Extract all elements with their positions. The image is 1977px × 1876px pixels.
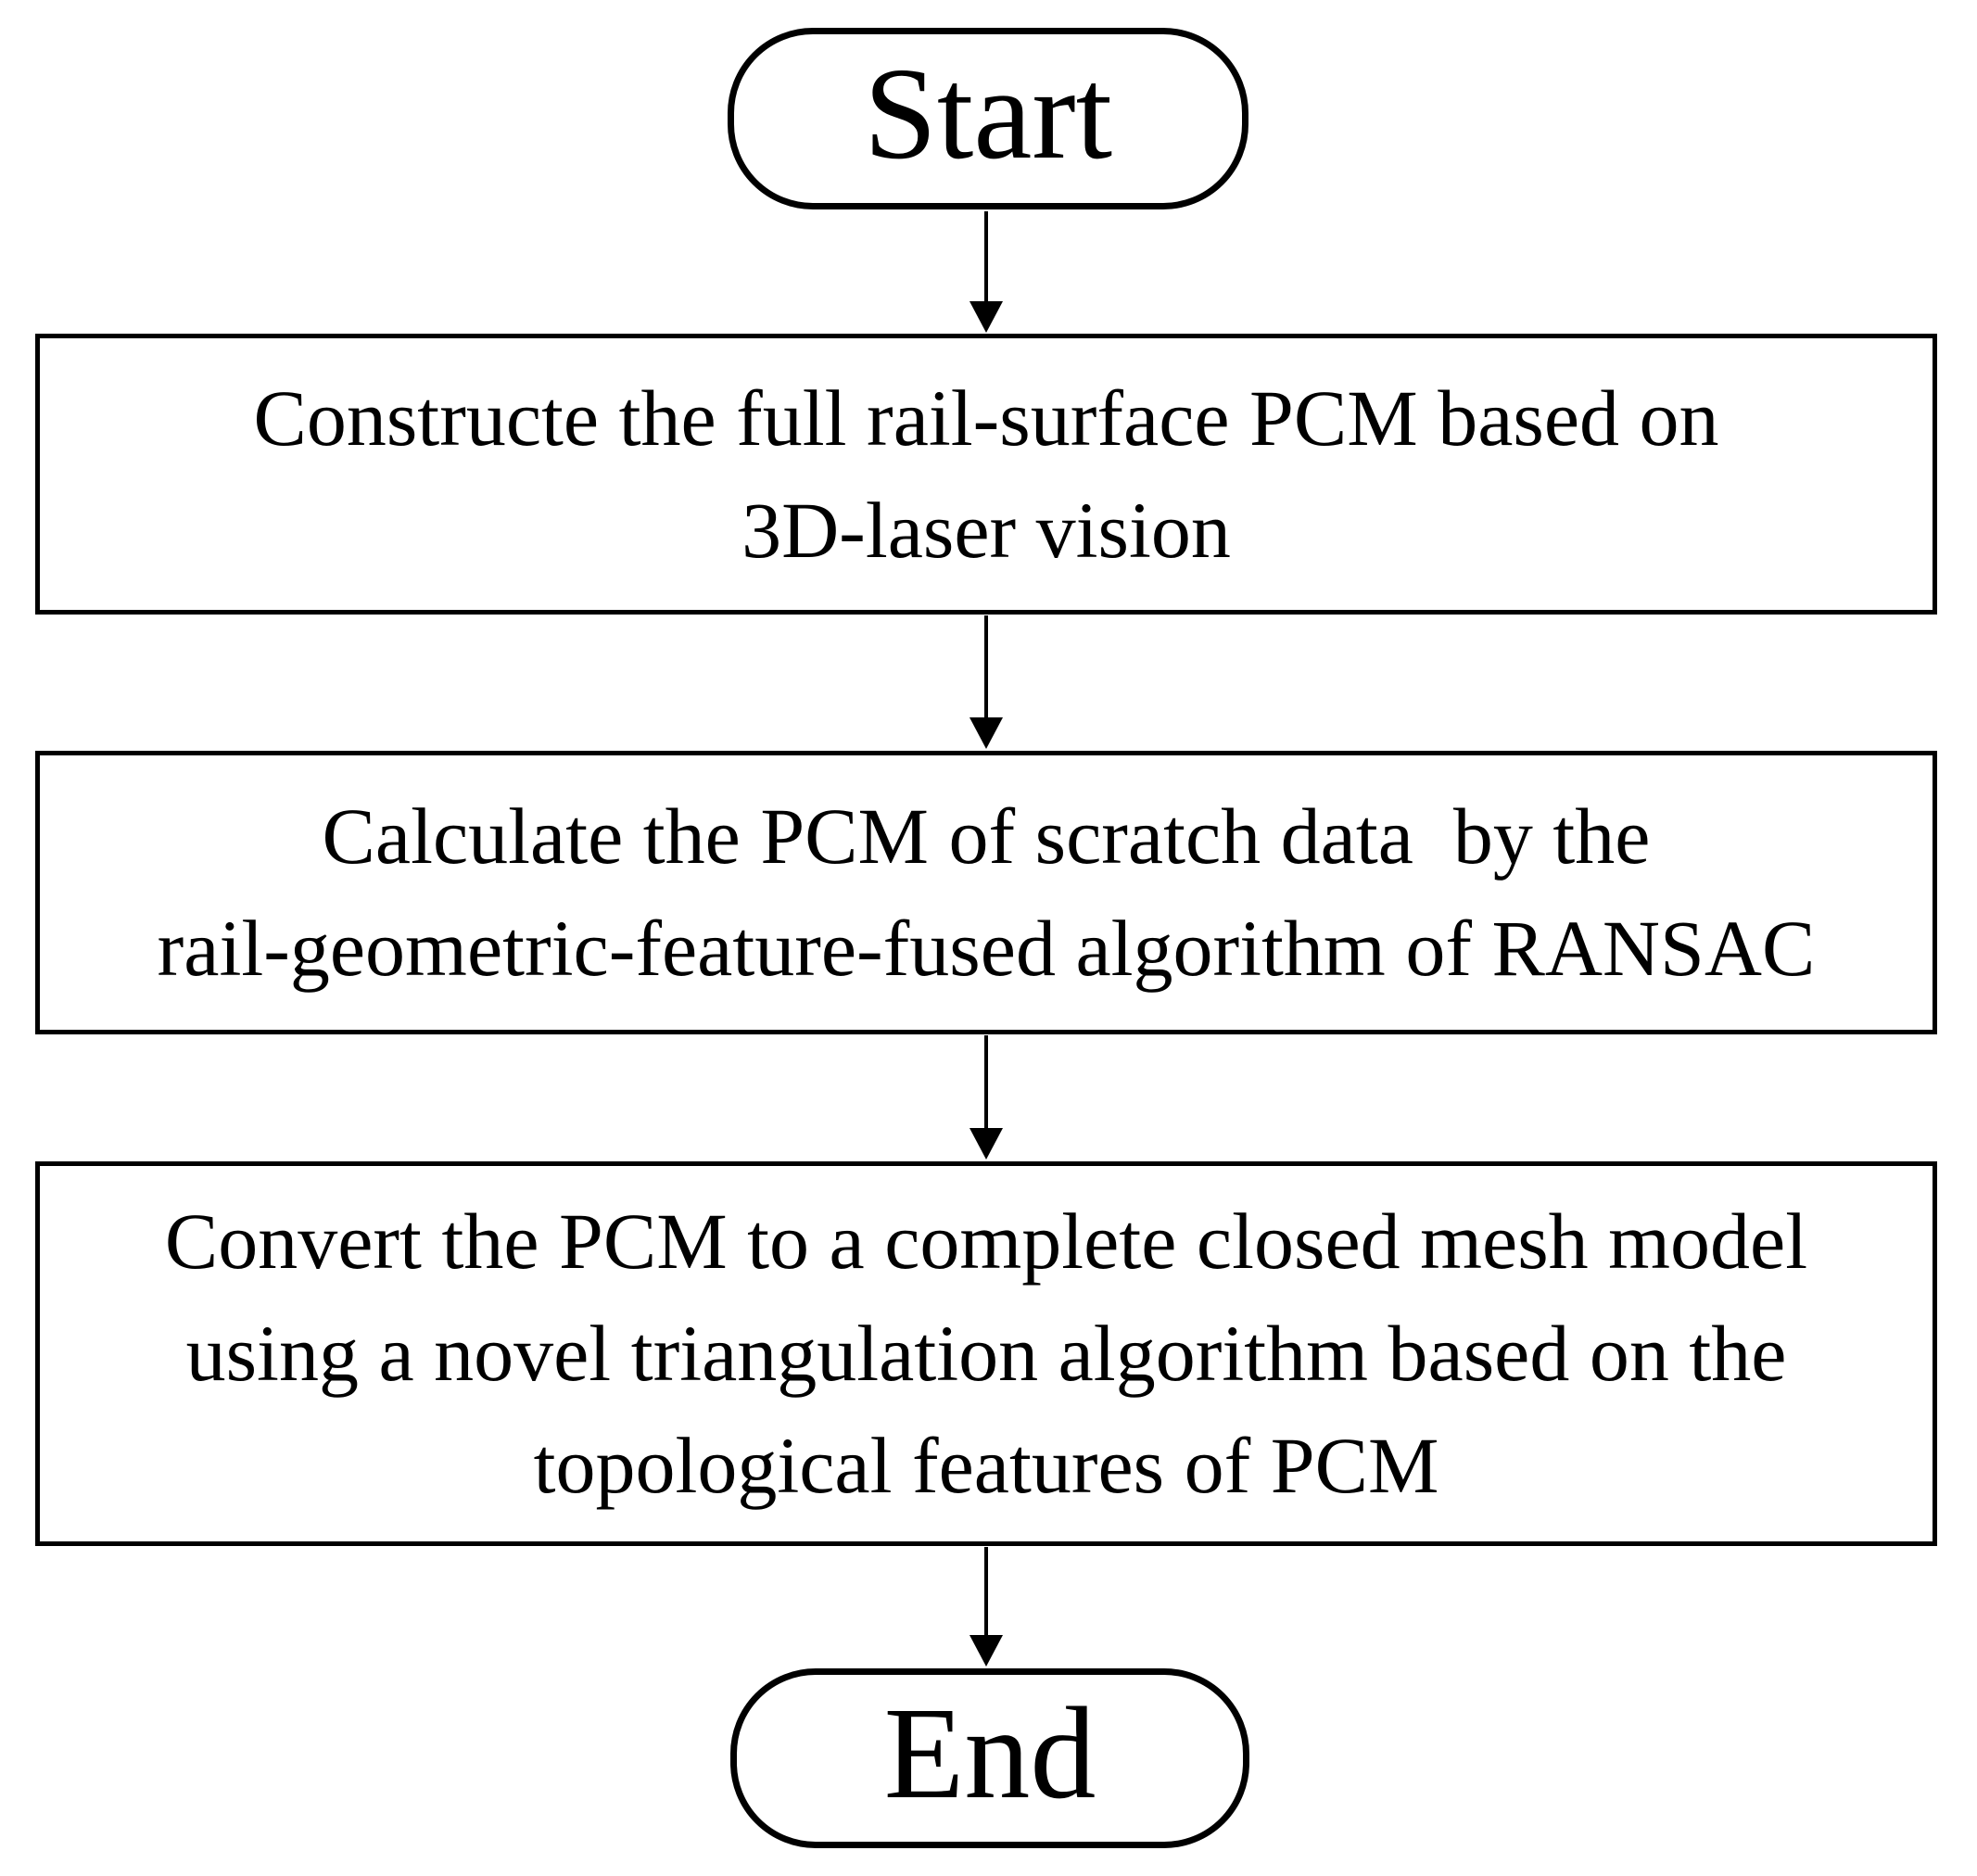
process-step-2-line-2: rail-geometric-feature-fused algorithm o…	[157, 904, 1816, 993]
end-node: End	[730, 1668, 1249, 1848]
arrow-step2-to-step3-icon	[969, 1035, 1003, 1160]
process-step-2: Calculate the PCM of scratch data by the…	[35, 751, 1937, 1034]
process-step-1-line-2: 3D-laser vision	[741, 485, 1231, 575]
process-step-2-line-1: Calculate the PCM of scratch data by the	[322, 792, 1651, 881]
process-step-3-line-3: topological features of PCM	[533, 1421, 1439, 1510]
end-node-label: End	[883, 1680, 1096, 1826]
process-step-1: Constructe the full rail-surface PCM bas…	[35, 334, 1937, 615]
start-node-label: Start	[863, 40, 1113, 186]
process-step-3-line-2: using a novel triangulation algorithm ba…	[185, 1309, 1787, 1398]
process-step-3-line-1: Convert the PCM to a complete closed mes…	[164, 1197, 1808, 1286]
arrow-step3-to-end-icon	[969, 1547, 1003, 1667]
process-step-3: Convert the PCM to a complete closed mes…	[35, 1161, 1937, 1546]
arrow-start-to-step1-icon	[969, 211, 1003, 333]
arrow-step1-to-step2-icon	[969, 615, 1003, 749]
start-node: Start	[728, 28, 1248, 209]
process-step-1-line-1: Constructe the full rail-surface PCM bas…	[253, 373, 1719, 463]
